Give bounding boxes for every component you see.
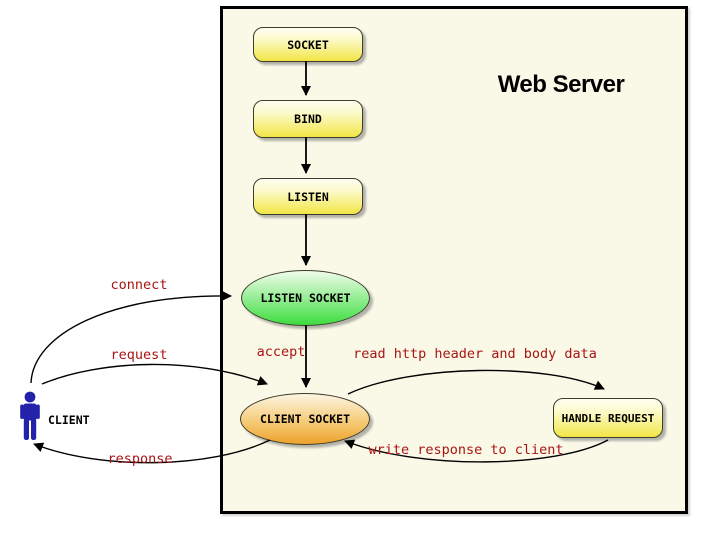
node-client-socket: CLIENT SOCKET (240, 393, 370, 445)
node-socket: SOCKET (253, 27, 363, 62)
edge-label-accept: accept (256, 344, 306, 360)
node-client-socket-label: CLIENT SOCKET (259, 412, 350, 426)
node-listen-label: LISTEN (287, 189, 329, 204)
node-socket-label: SOCKET (287, 37, 329, 52)
node-listen-socket: LISTEN SOCKET (241, 270, 370, 326)
edge-label-response: response (107, 451, 173, 467)
node-handle-request-label: HANDLE REQUEST (561, 411, 655, 425)
node-handle-request: HANDLE REQUEST (553, 398, 663, 438)
diagram-title: Web Server (497, 71, 625, 98)
edge-label-request: request (110, 347, 168, 363)
edge-label-read-http: read http header and body data (353, 346, 597, 362)
edge-label-connect: connect (110, 277, 168, 293)
arrow-connect (30, 290, 232, 384)
edge-label-write-response: write response to client (368, 442, 564, 458)
node-listen-socket-label: LISTEN SOCKET (260, 291, 351, 305)
node-bind-label: BIND (294, 112, 322, 126)
node-bind: BIND (253, 100, 363, 138)
node-listen: LISTEN (253, 178, 363, 215)
client-actor-label: CLIENT (48, 413, 90, 427)
client-person-icon (20, 391, 40, 440)
